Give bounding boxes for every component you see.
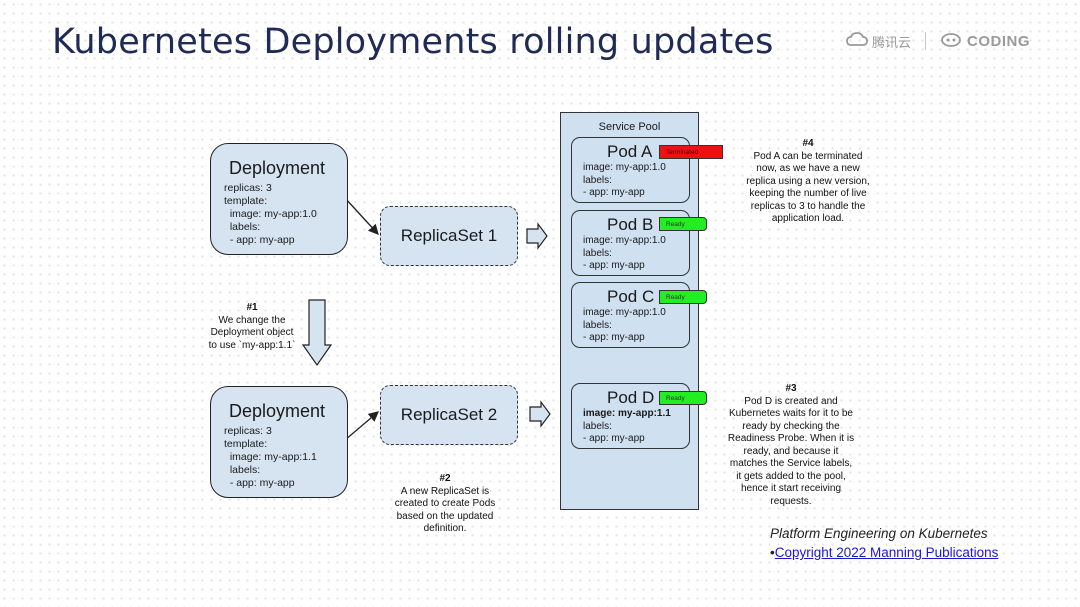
pod-title: Pod D <box>607 388 655 407</box>
note-text: Pod D is created and Kubernetes waits fo… <box>727 395 855 507</box>
pod-d: Pod D image: my-app:1.1 labels: - app: m… <box>571 383 690 449</box>
terminated-tag: Terminated <box>659 145 723 159</box>
pod-image: image: my-app:1.0 <box>583 307 666 318</box>
cloud-logo-text: 腾讯云 <box>872 34 912 50</box>
logo-divider <box>925 32 927 50</box>
credit-block: Platform Engineering on Kubernetes •Copy… <box>770 524 998 562</box>
ready-tag: Ready <box>659 290 707 304</box>
service-pool-label: Service Pool <box>598 121 661 133</box>
pod-a: Pod A image: my-app:1.0 labels: - app: m… <box>571 137 690 203</box>
bullet: • <box>770 545 775 560</box>
pod-spec: image: my-app:1.1 labels: - app: my-app <box>583 408 671 446</box>
note-3: #3 Pod D is created and Kubernetes waits… <box>727 383 855 508</box>
rs1-to-pool-arrow <box>526 222 548 250</box>
replicaset-1-box: ReplicaSet 1 <box>380 206 518 266</box>
rs2-to-pool-arrow <box>529 400 551 428</box>
ready-tag: Ready <box>659 217 707 231</box>
note-1: #1 We change the Deployment object to us… <box>208 302 296 352</box>
coding-logo-icon <box>940 31 962 52</box>
deployment-box-1: Deployment replicas: 3 template: image: … <box>210 143 348 255</box>
pod-labels: labels: - app: my-app <box>583 247 645 272</box>
deployment2-to-rs2-arrow <box>344 411 379 441</box>
pod-spec: image: my-app:1.0 labels: - app: my-app <box>583 307 666 345</box>
replicaset-label: ReplicaSet 2 <box>400 405 498 424</box>
down-block-arrow <box>301 299 333 367</box>
pod-title: Pod A <box>607 142 653 161</box>
note-text: A new ReplicaSet is created to create Po… <box>394 485 496 535</box>
pod-title: Pod C <box>607 287 655 306</box>
pod-image: image: my-app:1.0 <box>583 162 666 173</box>
note-text: Pod A can be terminated now, as we have … <box>746 150 870 225</box>
pod-labels: labels: - app: my-app <box>583 319 645 344</box>
deployment-title: Deployment <box>229 401 326 421</box>
book-title: Platform Engineering on Kubernetes <box>770 526 988 541</box>
deployment1-to-rs1-arrow <box>344 197 379 235</box>
replicaset-label: ReplicaSet 1 <box>400 226 498 245</box>
ready-tag: Ready <box>659 391 707 405</box>
note-2: #2 A new ReplicaSet is created to create… <box>388 473 502 536</box>
pod-title: Pod B <box>607 215 654 234</box>
header-logos: 腾讯云 CODING <box>846 30 1030 52</box>
service-pool: Service Pool Pod A image: my-app:1.0 lab… <box>560 112 699 510</box>
deployment-box-2: Deployment replicas: 3 template: image: … <box>210 386 348 498</box>
note-number: #3 <box>785 383 797 394</box>
deployment-spec: replicas: 3 template: image: my-app:1.1 … <box>224 425 317 489</box>
note-number: #1 <box>246 302 258 313</box>
pod-labels: labels: - app: my-app <box>583 174 645 199</box>
pod-image: image: my-app:1.0 <box>583 235 666 246</box>
note-number: #4 <box>802 138 814 149</box>
pod-image: image: my-app:1.1 <box>583 408 671 419</box>
pod-spec: image: my-app:1.0 labels: - app: my-app <box>583 235 666 273</box>
slide-title: Kubernetes Deployments rolling updates <box>52 22 774 62</box>
deployment-title: Deployment <box>229 158 326 178</box>
pod-labels: labels: - app: my-app <box>583 420 645 445</box>
pod-b: Pod B image: my-app:1.0 labels: - app: m… <box>571 210 690 276</box>
cloud-logo-icon <box>846 31 868 52</box>
note-number: #2 <box>439 473 451 484</box>
pod-spec: image: my-app:1.0 labels: - app: my-app <box>583 162 666 200</box>
deployment-spec: replicas: 3 template: image: my-app:1.0 … <box>224 182 317 246</box>
copyright-link[interactable]: Copyright 2022 Manning Publications <box>774 545 999 560</box>
coding-logo-text: CODING <box>967 32 1031 50</box>
replicaset-2-box: ReplicaSet 2 <box>380 385 518 445</box>
note-4: #4 Pod A can be terminated now, as we ha… <box>744 138 872 226</box>
note-text: We change the Deployment object to use `… <box>208 314 296 351</box>
